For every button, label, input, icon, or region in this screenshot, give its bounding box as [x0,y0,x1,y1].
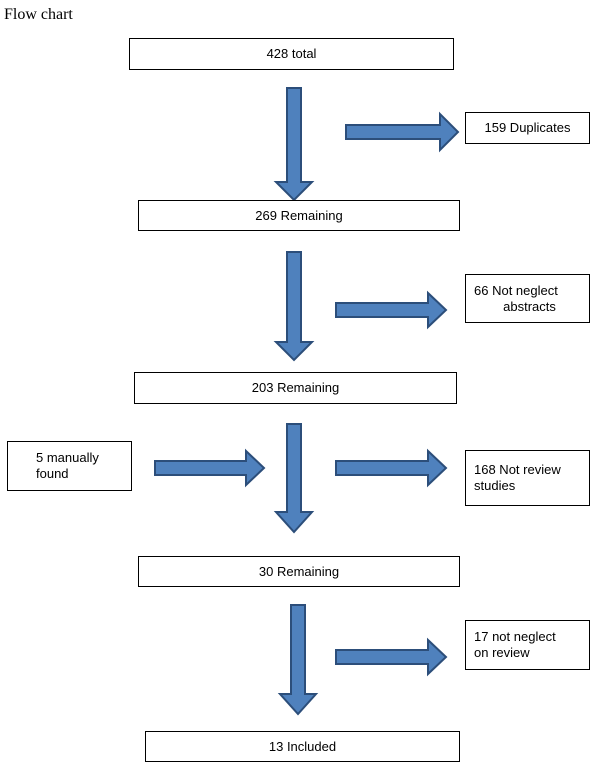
right-arrow-duplicates [345,111,460,153]
step-label: 13 Included [268,738,337,754]
step-box-remaining-2: 203 Remaining [134,372,457,404]
step-label: 30 Remaining [258,563,340,579]
addition-box-manually-found: 5 manually found [7,441,132,491]
exclusion-line: abstracts [503,298,556,314]
right-arrow-not-neglect-abstracts [335,290,448,330]
step-label: 428 total [266,46,317,61]
step-box-included: 13 Included [145,731,460,762]
exclusion-line: studies [474,478,516,493]
addition-line: 5 manually [36,450,99,465]
right-arrow-not-neglect-review [335,637,448,677]
addition-line: found [36,466,69,481]
step-label: 203 Remaining [251,380,340,395]
down-arrow-3 [273,423,315,534]
step-label: 269 Remaining [255,207,343,223]
exclusion-line: on review [474,645,530,660]
exclusion-box-duplicates: 159 Duplicates [465,112,590,144]
exclusion-box-not-neglect-review: 17 not neglect on review [465,620,590,670]
page-title: Flow chart [4,6,73,23]
step-box-remaining-3: 30 Remaining [138,556,460,587]
exclusion-box-not-review-studies: 168 Not review studies [465,450,590,506]
down-arrow-1 [273,87,315,202]
step-box-total: 428 total [129,38,454,70]
exclusion-line: 17 not neglect [474,629,556,644]
exclusion-box-not-neglect-abstracts: 66 Not neglect abstracts [465,274,590,323]
step-box-remaining-1: 269 Remaining [138,200,460,231]
right-arrow-not-review-studies [335,448,448,488]
down-arrow-2 [273,251,315,362]
right-arrow-manually-found [154,448,266,488]
down-arrow-4 [277,604,319,716]
exclusion-line: 66 Not neglect [474,282,558,298]
exclusion-line: 168 Not review [474,462,561,477]
exclusion-line: 159 Duplicates [484,120,571,135]
